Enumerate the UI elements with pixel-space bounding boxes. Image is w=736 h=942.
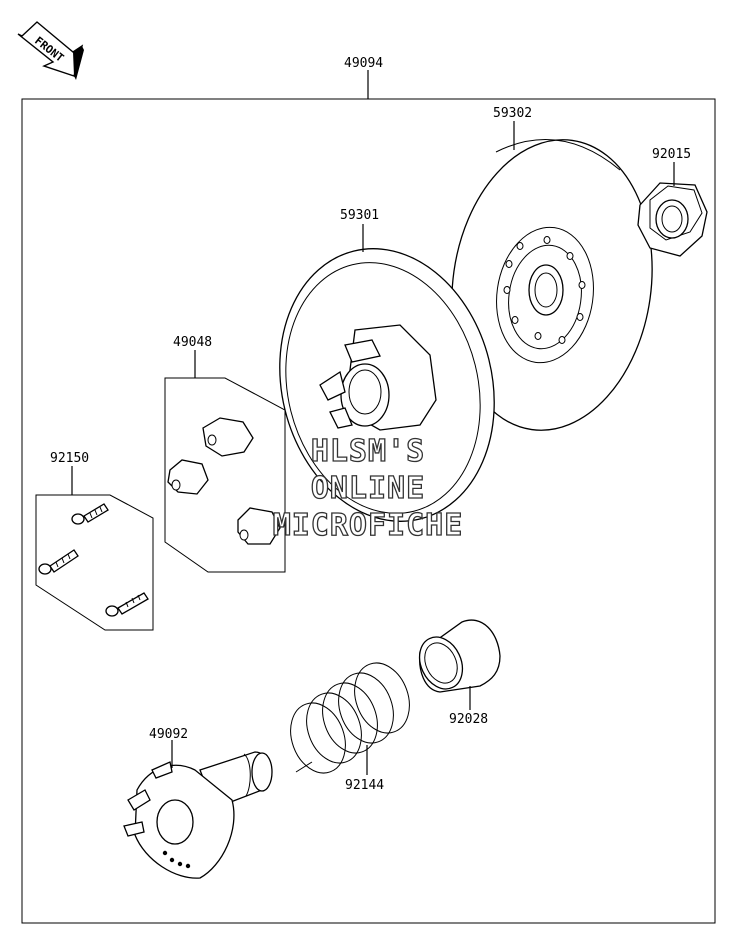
weight-set bbox=[164, 377, 286, 573]
watermark: HLSM'S ONLINE MICROFICHE bbox=[272, 433, 464, 543]
label-movable-sheave: 59301 bbox=[340, 208, 379, 223]
watermark-line-2: ONLINE bbox=[311, 471, 425, 506]
screw-set bbox=[35, 494, 154, 631]
watermark-line-1: HLSM'S bbox=[311, 434, 425, 469]
front-arrow-icon: FRONT bbox=[17, 21, 84, 80]
hex-nut bbox=[637, 182, 708, 257]
label-screw-set: 92150 bbox=[50, 451, 89, 466]
collar bbox=[418, 619, 501, 693]
label-fixed-sheave: 59302 bbox=[493, 106, 532, 121]
label-nut: 92015 bbox=[652, 147, 691, 162]
label-spring: 92144 bbox=[345, 778, 384, 793]
label-cam: 49092 bbox=[149, 727, 188, 742]
label-weight-set: 49048 bbox=[173, 335, 212, 350]
assembly-frame bbox=[21, 70, 716, 924]
label-assembly: 49094 bbox=[344, 56, 383, 71]
fixed-sheave bbox=[451, 139, 653, 431]
spring bbox=[290, 662, 410, 774]
watermark-line-3: MICROFICHE bbox=[273, 508, 464, 543]
cam bbox=[123, 751, 273, 879]
label-collar: 92028 bbox=[449, 712, 488, 727]
